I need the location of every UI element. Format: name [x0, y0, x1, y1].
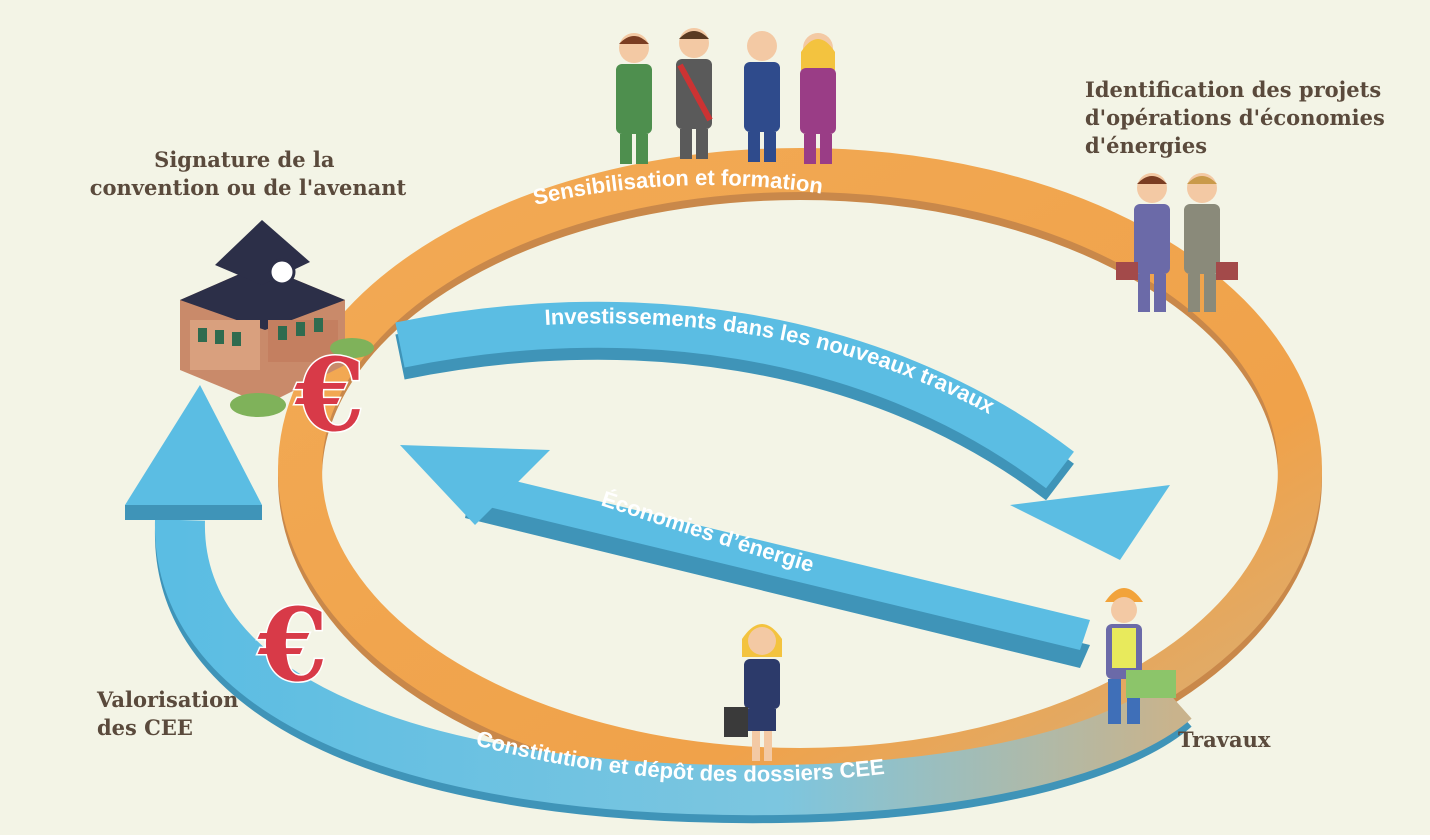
step-valorisation-label: Valorisation des CEE: [96, 687, 246, 740]
euro-icon: €: [257, 586, 328, 704]
step-travaux-label: Travaux: [1178, 727, 1271, 752]
officials-group-icon: [616, 28, 836, 164]
administrator-icon: [724, 624, 782, 761]
bottom-blue-band: [125, 385, 1192, 824]
up-arrow-head: [125, 385, 262, 505]
worker-icon: [1105, 588, 1176, 724]
investment-arrow: [395, 301, 1170, 560]
handshake-icon: [1116, 173, 1238, 312]
savings-arrow: [400, 445, 1090, 668]
town-hall-icon: [180, 220, 374, 417]
step-signature-label: Signature de la convention ou de l'avena…: [90, 147, 407, 200]
step-identification-label: Identification des projets d'opérations …: [1085, 77, 1392, 158]
euro-icon: €: [294, 336, 365, 454]
